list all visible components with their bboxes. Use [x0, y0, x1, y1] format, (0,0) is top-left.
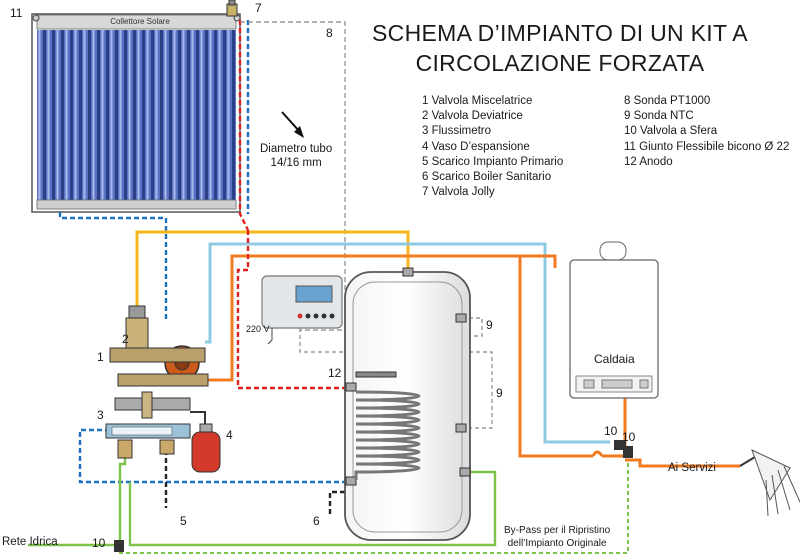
- pipe-hot-top: [205, 254, 557, 382]
- marker-7: 7: [255, 1, 262, 15]
- title-line-1: SCHEMA D’IMPIANTO DI UN KIT A: [372, 20, 748, 46]
- marker-3: 3: [97, 408, 104, 422]
- storage-tank: [344, 267, 471, 541]
- marker-9-lower: 9: [496, 386, 503, 400]
- pipe-cold-to-tank: [128, 470, 497, 547]
- marker-5: 5: [180, 514, 187, 528]
- pipe-note-line-2: 14/16 mm: [270, 157, 322, 169]
- deviator-valve-body: [125, 317, 149, 349]
- legend-item: 7 Valvola Jolly: [422, 186, 495, 199]
- heat-exchanger-coil: [354, 390, 421, 480]
- controller-voltage: 220 V: [246, 324, 270, 334]
- ball-valves: [114, 440, 633, 552]
- title-line-2: CIRCOLAZIONE FORZATA: [415, 50, 705, 76]
- pump-station: [105, 305, 209, 459]
- pipe-collector-hot-dashed: [238, 20, 250, 231]
- marker-8: 8: [326, 26, 333, 40]
- legend-item: 6 Scarico Boiler Sanitario: [422, 171, 552, 184]
- marker-2: 2: [122, 332, 129, 346]
- collector-label: Collettore Solare: [110, 17, 170, 26]
- collector-base: [36, 199, 237, 210]
- pipe-solar-return-coil: [78, 428, 345, 484]
- legend-left: 1 Valvola Miscelatrice 2 Valvola Deviatr…: [422, 94, 563, 200]
- marker-10-mains: 10: [92, 536, 106, 550]
- legend-item: 1 Valvola Miscelatrice: [422, 95, 533, 107]
- jolly-valve: [226, 0, 238, 17]
- marker-1: 1: [97, 350, 104, 364]
- legend-item: 4 Vaso D’espansione: [422, 140, 530, 153]
- pipe-to-services: [625, 458, 740, 468]
- services-label: Ai Servizi: [668, 462, 716, 474]
- pipe-diameter-note: Diametro tubo 14/16 mm: [260, 142, 332, 170]
- legend-item: 9 Sonda NTC: [624, 110, 694, 123]
- pipe-solar-hot-to-coil: [236, 230, 345, 390]
- mains-label: Rete Idrica: [2, 536, 58, 548]
- solar-collector: [31, 13, 241, 213]
- marker-11: 11: [10, 6, 23, 20]
- boiler-label: Caldaia: [594, 352, 635, 366]
- collector-header: [36, 14, 237, 30]
- legend-item: 10 Valvola a Sfera: [624, 125, 718, 138]
- legend-right: 8 Sonda PT1000 9 Sonda NTC 10 Valvola a …: [624, 94, 789, 170]
- bypass-note: By-Pass per il Ripristino dell’Impianto …: [504, 524, 610, 550]
- mixing-valve-body: [109, 347, 206, 363]
- bypass-note-line-2: dell’Impianto Originale: [507, 538, 607, 549]
- legend-item: 12 Anodo: [624, 155, 673, 168]
- pipe-mains-water: [28, 446, 127, 547]
- expansion-vessel: [191, 423, 221, 473]
- marker-12: 12: [328, 366, 342, 380]
- arrow-line: [281, 111, 301, 133]
- marker-10-bypass: 10: [622, 430, 636, 444]
- wall-boiler: [569, 241, 659, 399]
- legend-item: 2 Valvola Deviatrice: [422, 110, 523, 123]
- pipe-cold-water: [205, 242, 610, 444]
- sensor-pt1000-cable: [240, 21, 346, 331]
- legend-item: 11 Giunto Flessibile bicono Ø 22: [624, 140, 790, 153]
- drain-sanitary-line: [328, 490, 345, 515]
- marker-6: 6: [313, 514, 320, 528]
- marker-9-upper: 9: [486, 318, 493, 332]
- legend-item: 8 Sonda PT1000: [624, 95, 711, 107]
- pipe-solar-return-dashed: [58, 212, 168, 320]
- arrow-head-icon: [294, 126, 304, 138]
- solar-controller: [261, 275, 343, 345]
- marker-10-boiler: 10: [604, 424, 618, 438]
- pipe-solar-flow: [135, 230, 410, 330]
- marker-4: 4: [226, 428, 233, 442]
- bypass-note-line-1: By-Pass per il Ripristino: [504, 525, 611, 536]
- pipe-note-line-1: Diametro tubo: [260, 143, 333, 155]
- anode-rod: [355, 371, 397, 378]
- shower-head-icon: [739, 449, 800, 517]
- controller-display: [295, 285, 333, 303]
- legend-item: 3 Flussimetro: [422, 125, 492, 138]
- diagram-title: SCHEMA D’IMPIANTO DI UN KIT A CIRCOLAZIO…: [340, 18, 780, 78]
- legend-item: 5 Scarico Impianto Primario: [422, 155, 564, 168]
- collector-tubes: [37, 30, 236, 200]
